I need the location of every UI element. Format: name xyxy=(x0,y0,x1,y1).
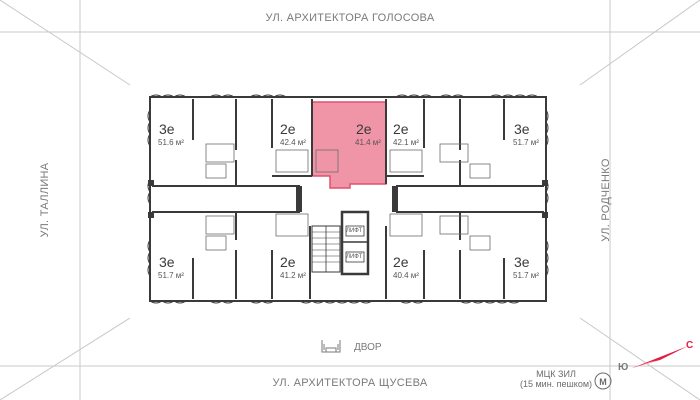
apartment-area-4: 42.1 м² xyxy=(393,138,419,147)
interior-walls xyxy=(152,99,544,299)
street-right: УЛ. РОДЧЕНКО xyxy=(600,158,612,242)
street-top: УЛ. АРХИТЕКТОРА ГОЛОСОВА xyxy=(265,12,435,24)
stair-core xyxy=(311,210,370,276)
metro-icon: М xyxy=(594,372,612,390)
apartment-type-7[interactable]: 2е xyxy=(280,254,296,270)
apartment-area-6: 51.7 м² xyxy=(158,271,184,280)
street-bottom: УЛ. АРХИТЕКТОРА ЩУСЕВА xyxy=(272,377,428,389)
apartment-type-1[interactable]: 3е xyxy=(159,121,175,137)
columns xyxy=(148,180,548,218)
apartment-type-6[interactable]: 3е xyxy=(159,254,175,270)
lift-label-2: ЛИФТ xyxy=(346,254,363,260)
apartment-type-5[interactable]: 3е xyxy=(514,121,530,137)
apartment-type-9[interactable]: 3е xyxy=(514,254,530,270)
apartment-area-8: 40.4 м² xyxy=(393,271,419,280)
apartment-area-3: 41.4 м² xyxy=(355,138,381,147)
apartment-area-1: 51.6 м² xyxy=(158,138,184,147)
apartment-type-8[interactable]: 2е xyxy=(393,254,409,270)
courtyard-icon xyxy=(321,340,341,353)
apartment-type-4[interactable]: 2е xyxy=(393,121,409,137)
apartment-type-3[interactable]: 2е xyxy=(356,121,372,137)
apartment-type-2[interactable]: 2е xyxy=(280,121,296,137)
apartment-area-9: 51.7 м² xyxy=(513,271,539,280)
metro-station: МЦК ЗИЛ xyxy=(536,369,576,379)
apartment-area-2: 42.4 м² xyxy=(280,138,306,147)
courtyard-label: ДВОР xyxy=(354,342,382,353)
svg-text:М: М xyxy=(599,377,607,387)
lift-label-1: ЛИФТ xyxy=(346,228,363,234)
apartment-area-7: 41.2 м² xyxy=(280,271,306,280)
building-walls xyxy=(147,94,549,304)
street-left: УЛ. ТАЛЛИНА xyxy=(39,162,51,238)
compass-icon xyxy=(632,346,688,368)
metro-label: МЦК ЗИЛ (15 мин. пешком) xyxy=(516,369,596,389)
compass-south-label: Ю xyxy=(618,362,629,373)
compass-north-label: С xyxy=(686,340,694,351)
metro-walk-time: (15 мин. пешком) xyxy=(519,379,593,389)
bathrooms xyxy=(205,143,491,251)
apartment-area-5: 51.7 м² xyxy=(513,138,539,147)
